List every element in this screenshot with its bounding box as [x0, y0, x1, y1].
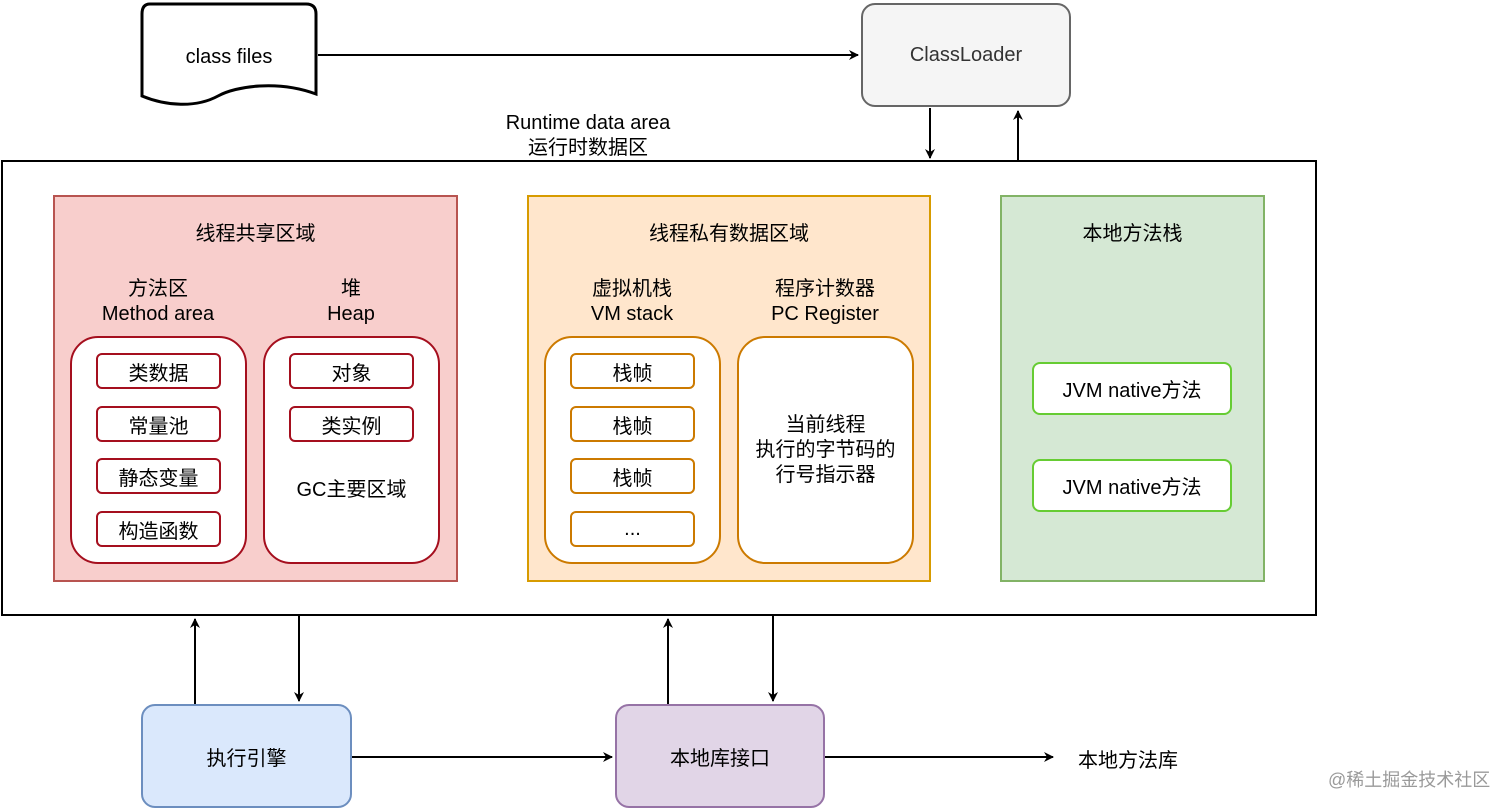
runtime-data-area: [1, 160, 1317, 616]
jvm-native-method: JVM native方法: [1032, 459, 1232, 512]
pc-register-title-en: PC Register: [771, 303, 879, 325]
vm-stack-title-zh: 虚拟机栈: [592, 278, 672, 300]
runtime-area-title-en: Runtime data area: [505, 112, 671, 134]
runtime-area-title: Runtime data area 运行时数据区: [470, 111, 706, 161]
document-shape: [140, 2, 318, 106]
method-area-item: 类数据: [96, 353, 221, 389]
pc-register-title-zh: 程序计数器: [775, 278, 875, 300]
pc-register-title: 程序计数器 PC Register: [737, 277, 913, 327]
execution-engine-node: 执行引擎: [141, 704, 352, 808]
pc-register-desc-line: 当前线程: [785, 414, 866, 436]
pc-register-box: [737, 336, 914, 564]
pc-register-desc-line: 行号指示器: [775, 464, 876, 486]
jvm-native-method: JVM native方法: [1032, 362, 1232, 415]
native-method-stack-title: 本地方法栈: [1082, 222, 1183, 245]
heap-item: 类实例: [289, 406, 414, 442]
native-interface-label: 本地库接口: [670, 747, 770, 770]
pc-register-desc-line: 执行的字节码的: [755, 439, 896, 461]
native-interface-node: 本地库接口: [615, 704, 825, 808]
heap-gc-note: GC主要区域: [296, 478, 407, 501]
method-area-item: 构造函数: [96, 511, 221, 547]
method-area-item: 静态变量: [96, 458, 221, 494]
classloader-label: ClassLoader: [909, 43, 1023, 66]
stack-frame: 栈帧: [570, 458, 695, 494]
class-files-label: class files: [185, 45, 273, 68]
vm-stack-title: 虚拟机栈 VM stack: [544, 277, 720, 327]
runtime-area-title-zh: 运行时数据区: [528, 137, 648, 159]
heap-title: 堆 Heap: [263, 277, 439, 327]
heap-title-en: Heap: [327, 303, 375, 325]
method-area-title-en: Method area: [101, 303, 215, 325]
vm-stack-title-en: VM stack: [590, 303, 674, 325]
pc-register-description: 当前线程 执行的字节码的 行号指示器: [737, 413, 914, 488]
thread-private-title: 线程私有数据区域: [649, 222, 809, 245]
stack-frame: 栈帧: [570, 353, 695, 389]
stack-frame: 栈帧: [570, 406, 695, 442]
heap-title-zh: 堆: [341, 278, 361, 300]
class-files-node: class files: [138, 2, 320, 112]
heap-item: 对象: [289, 353, 414, 389]
thread-shared-title: 线程共享区域: [195, 222, 316, 245]
classloader-node: ClassLoader: [861, 3, 1071, 107]
native-library-label: 本地方法库: [1078, 750, 1178, 772]
method-area-item: 常量池: [96, 406, 221, 442]
method-area-title: 方法区 Method area: [70, 277, 246, 327]
watermark: @稀土掘金技术社区: [1328, 770, 1491, 790]
execution-engine-label: 执行引擎: [206, 747, 287, 770]
method-area-title-zh: 方法区: [128, 278, 188, 300]
stack-frame-ellipsis: ...: [570, 511, 695, 547]
